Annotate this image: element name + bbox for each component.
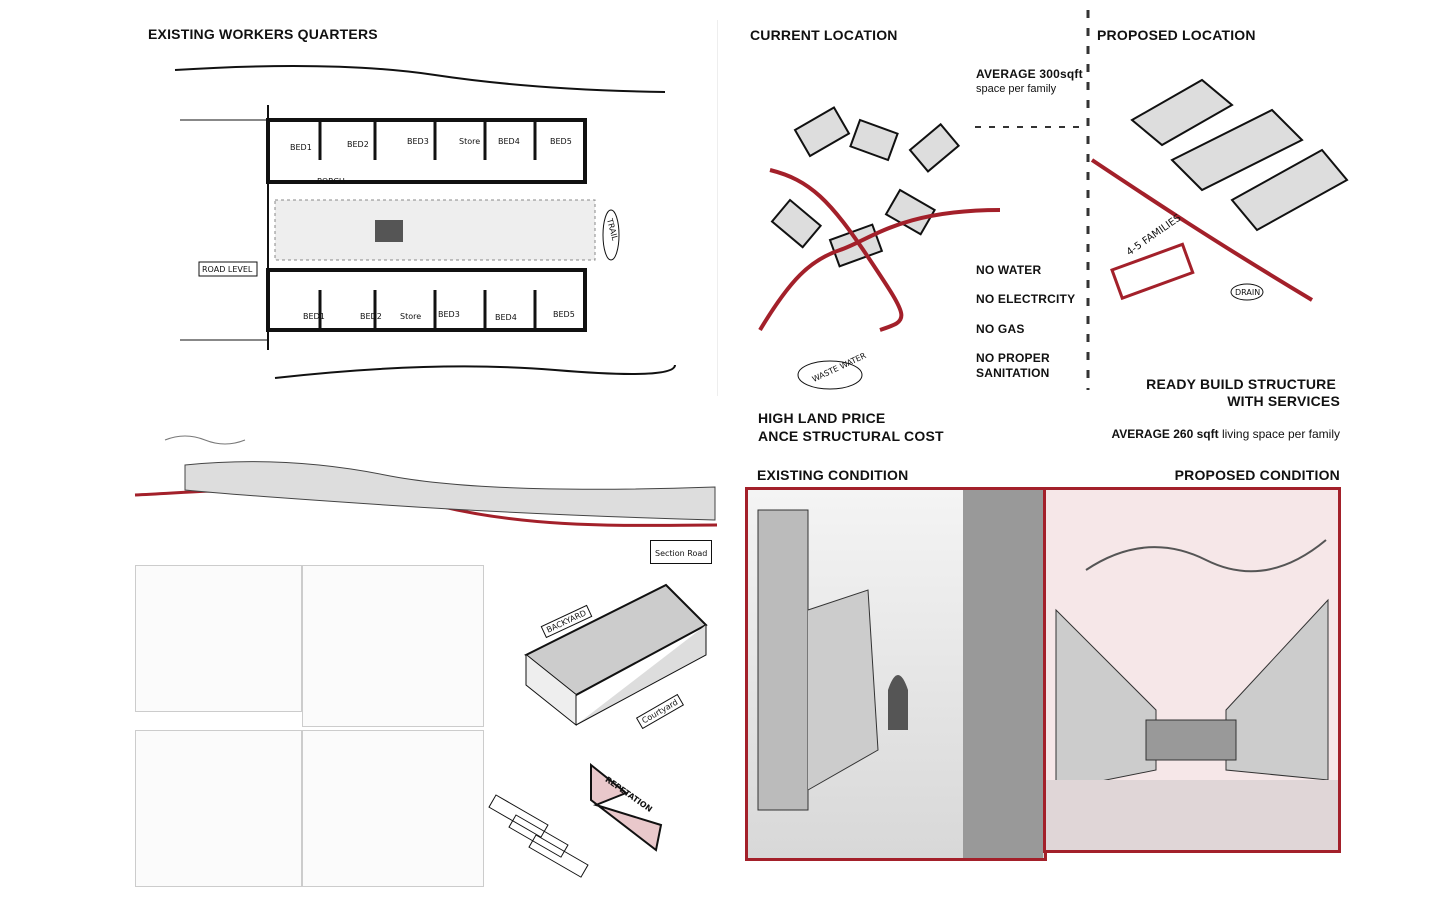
room-label: BED2 bbox=[360, 312, 382, 321]
existing-condition-title: EXISTING CONDITION bbox=[757, 467, 909, 483]
room-label: Store bbox=[459, 137, 481, 146]
current-cluster-drawing bbox=[758, 106, 1001, 390]
ready-line-2: WITH SERVICES bbox=[1227, 393, 1340, 409]
room-label: BED5 bbox=[553, 310, 575, 319]
issue-sanitation: SANITATION bbox=[976, 366, 1050, 380]
cost-line-1: HIGH LAND PRICE bbox=[758, 410, 886, 426]
vignette-houses bbox=[302, 730, 484, 887]
section-road-text: Section Road bbox=[655, 549, 708, 558]
existing-alley-drawing bbox=[757, 490, 1043, 858]
proposed-average-sub: living space per family bbox=[1221, 427, 1340, 441]
proposed-condition-title: PROPOSED CONDITION bbox=[1174, 467, 1340, 483]
proposed-street-drawing bbox=[1046, 539, 1338, 850]
section-drawing bbox=[134, 435, 718, 527]
room-label: BED2 bbox=[347, 140, 369, 149]
room-label: BED4 bbox=[498, 137, 520, 146]
existing-condition-sketch bbox=[745, 487, 1047, 861]
floor-plan-drawing bbox=[174, 65, 676, 379]
current-average-sub: space per family bbox=[976, 83, 1057, 95]
divider-dashed bbox=[975, 10, 1090, 390]
issue-no-proper: NO PROPER bbox=[976, 351, 1050, 365]
ready-line-1: READY BUILD STRUCTURE bbox=[1146, 376, 1336, 392]
floor-plan-sketch: ROAD LEVEL TRAIL BED1 BED2 BED3 Store BE… bbox=[135, 20, 718, 396]
axonometric-drawing bbox=[488, 583, 708, 878]
room-label: BED4 bbox=[495, 313, 517, 322]
vignette-lane bbox=[135, 730, 302, 887]
proposed-location-sketch: 4-5 FAMILIES DRAIN bbox=[1090, 50, 1350, 350]
drain-label: DRAIN bbox=[1235, 288, 1261, 297]
current-location-title: CURRENT LOCATION bbox=[750, 27, 898, 43]
vignette-courtyard-1 bbox=[135, 565, 302, 712]
proposed-location-title: PROPOSED LOCATION bbox=[1097, 27, 1256, 43]
proposed-average: AVERAGE 260 sqft living space per family bbox=[1111, 427, 1340, 441]
site-section-sketch bbox=[134, 425, 718, 535]
proposed-rows-drawing bbox=[1090, 78, 1349, 302]
room-label: BED1 bbox=[303, 312, 325, 321]
road-level-label: ROAD LEVEL bbox=[202, 265, 253, 274]
proposed-condition-sketch bbox=[1043, 487, 1341, 853]
issue-no-water: NO WATER bbox=[976, 263, 1042, 277]
plan-title: EXISTING WORKERS QUARTERS bbox=[148, 26, 378, 42]
section-road-label: Section Road bbox=[650, 540, 713, 564]
cost-line-2: ANCE STRUCTURAL COST bbox=[758, 428, 944, 444]
current-average: AVERAGE 300sqft bbox=[976, 67, 1083, 81]
room-label: BED1 bbox=[290, 143, 312, 152]
current-location-sketch: WASTE WATER bbox=[750, 60, 1001, 390]
proposed-average-bold: AVERAGE 260 sqft bbox=[1111, 427, 1219, 441]
room-label: BED3 bbox=[438, 310, 460, 319]
room-label: Store bbox=[400, 312, 422, 321]
issue-no-gas: NO GAS bbox=[976, 322, 1025, 336]
porch-label: PORCH bbox=[317, 177, 345, 186]
issue-no-electricity: NO ELECTRCITY bbox=[976, 292, 1076, 306]
axonometric-unit-sketch: BACKYARD Courtyard REPETATION bbox=[486, 565, 716, 885]
room-label: BED3 bbox=[407, 137, 429, 146]
room-label: BED5 bbox=[550, 137, 572, 146]
vignette-courtyard-2 bbox=[302, 565, 484, 727]
